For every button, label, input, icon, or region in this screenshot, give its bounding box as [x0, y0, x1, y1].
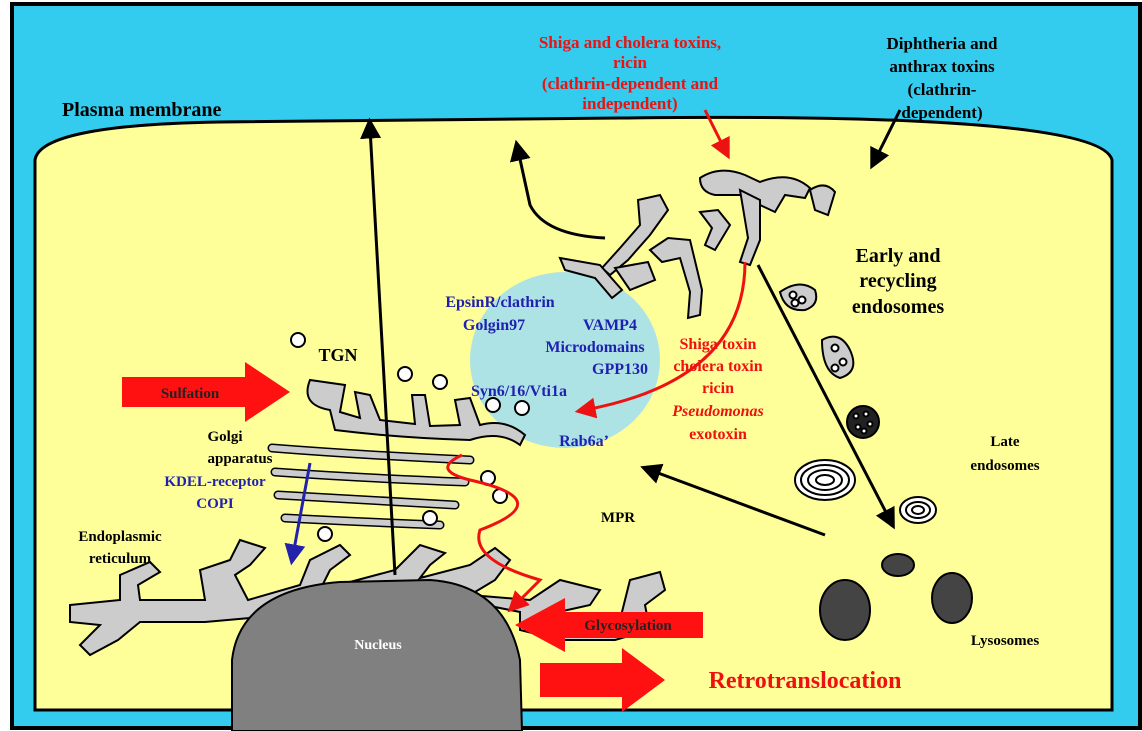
- glycosylation-label: Glycosylation: [584, 618, 672, 634]
- svg-text:Diphtheria and: Diphtheria and: [887, 34, 999, 53]
- svg-text:Pseudomonas: Pseudomonas: [671, 403, 764, 420]
- svg-text:Endoplasmic: Endoplasmic: [78, 529, 162, 545]
- retrotranslocation-label: Retrotranslocation: [709, 668, 902, 694]
- svg-text:(clathrin-: (clathrin-: [908, 80, 977, 99]
- mpr-label: MPR: [601, 510, 635, 526]
- svg-text:KDEL-receptor: KDEL-receptor: [164, 474, 266, 490]
- svg-text:apparatus: apparatus: [207, 451, 272, 467]
- factor-syn: Syn6/16/Vti1a: [471, 383, 567, 400]
- factor-vamp4: VAMP4: [583, 317, 637, 334]
- lysosomes-label: Lysosomes: [971, 633, 1040, 649]
- svg-text:recycling: recycling: [859, 270, 936, 292]
- svg-text:cholera toxin: cholera toxin: [673, 358, 762, 375]
- plasma-membrane-label: Plasma membrane: [62, 99, 222, 121]
- svg-text:COPI: COPI: [196, 496, 234, 512]
- factor-gpp130: GPP130: [592, 361, 648, 378]
- svg-text:independent): independent): [582, 94, 677, 113]
- sulfation-label: Sulfation: [161, 386, 220, 402]
- factor-rab6a: Rab6a’: [559, 433, 609, 450]
- svg-text:dependent): dependent): [901, 103, 982, 122]
- nucleus-label: Nucleus: [354, 638, 402, 653]
- svg-text:Early and: Early and: [855, 245, 940, 267]
- factor-golgin97: Golgin97: [463, 317, 525, 334]
- early-endosomes-label: Early and recycling endosomes: [852, 245, 944, 318]
- factor-microdomains: Microdomains: [545, 339, 644, 356]
- factor-epsinr: EpsinR/clathrin: [445, 294, 554, 311]
- svg-text:Late: Late: [990, 434, 1020, 450]
- svg-text:endosomes: endosomes: [970, 458, 1039, 474]
- svg-text:Shiga and cholera toxins,: Shiga and cholera toxins,: [539, 33, 721, 52]
- svg-text:anthrax toxins: anthrax toxins: [889, 57, 995, 76]
- svg-text:endosomes: endosomes: [852, 296, 944, 318]
- svg-text:ricin: ricin: [613, 53, 648, 72]
- svg-text:(clathrin-dependent and: (clathrin-dependent and: [542, 74, 719, 93]
- svg-text:exotoxin: exotoxin: [689, 426, 747, 443]
- svg-text:ricin: ricin: [702, 380, 734, 397]
- svg-text:reticulum: reticulum: [89, 551, 152, 567]
- tgn-label: TGN: [318, 345, 357, 365]
- nucleus: [232, 580, 522, 731]
- svg-text:Shiga toxin: Shiga toxin: [680, 336, 757, 353]
- svg-text:Golgi: Golgi: [207, 429, 242, 445]
